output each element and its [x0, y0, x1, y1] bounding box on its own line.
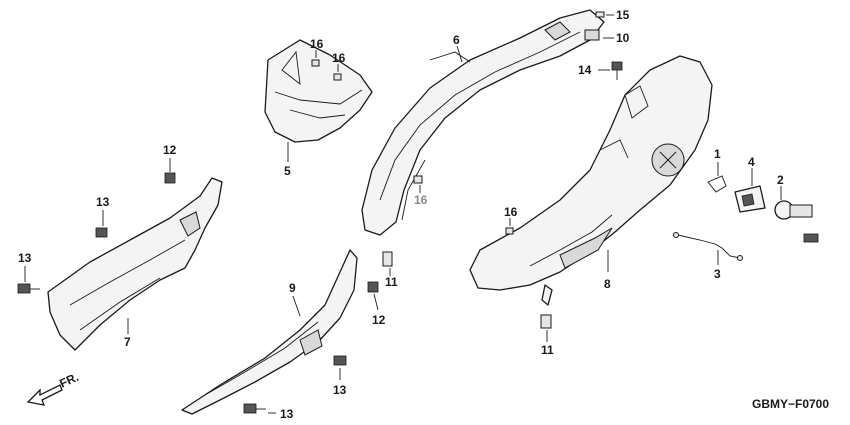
- callout-1: 1: [714, 147, 721, 161]
- callout-16-c: 16: [414, 193, 428, 207]
- part-11-clip-b: [540, 314, 552, 329]
- part-9-step-side-cover: [181, 249, 358, 415]
- part-12-bolt-a: [164, 172, 176, 184]
- callout-13-c: 13: [333, 383, 347, 397]
- part-14-bolt: [611, 61, 623, 80]
- part-1-clip: [707, 175, 727, 193]
- part-6-upper-cover: [361, 9, 605, 236]
- front-direction-indicator: FR.: [26, 370, 81, 406]
- callout-12-b: 12: [372, 313, 386, 327]
- callout-12-a: 12: [163, 143, 177, 157]
- part-15-screw: [595, 11, 605, 18]
- part-7-left-cover: [47, 177, 223, 351]
- part-13-bolt-b: [95, 227, 108, 238]
- direction-label: FR.: [57, 370, 80, 391]
- callout-16-b: 16: [332, 51, 346, 65]
- callout-15: 15: [616, 8, 630, 22]
- callout-7: 7: [124, 335, 131, 349]
- callout-11-b: 11: [541, 343, 554, 357]
- callout-13-d: 13: [280, 407, 294, 421]
- callout-3: 3: [714, 267, 721, 281]
- callout-16-a: 16: [310, 37, 324, 51]
- part-8-side-cover: [469, 55, 713, 306]
- part-4-bracket: [734, 185, 766, 213]
- callout-4: 4: [748, 155, 755, 169]
- callout-5: 5: [284, 164, 291, 178]
- part-5-rear-center-cover: [264, 39, 373, 143]
- callout-8: 8: [604, 277, 611, 291]
- arrow-icon: [26, 384, 63, 406]
- callout-16-d: 16: [504, 205, 518, 219]
- callout-13-a: 13: [18, 251, 32, 265]
- callout-9: 9: [289, 281, 296, 295]
- part-16-screw-b: [333, 73, 342, 81]
- part-16-screw-c: [413, 175, 423, 184]
- callout-11-a: 11: [385, 275, 398, 289]
- part-11-clip-a: [382, 251, 393, 267]
- part-16-screw-a: [311, 59, 320, 67]
- part-13-bolt-a: [17, 283, 40, 294]
- part-16-screw-d: [505, 227, 514, 235]
- part-12-bolt-b: [367, 281, 379, 293]
- part-13-bolt-c: [333, 355, 347, 366]
- part-3-cable: [673, 232, 743, 261]
- callout-13-b: 13: [96, 195, 110, 209]
- callout-14: 14: [578, 63, 592, 77]
- callout-2: 2: [777, 173, 784, 187]
- callout-6: 6: [453, 33, 460, 47]
- part-13-bolt-d: [243, 403, 266, 414]
- callout-10: 10: [616, 31, 630, 45]
- diagram-code: GBMY−F0700: [752, 397, 829, 411]
- part-10-clip-nut: [584, 29, 600, 41]
- part-2-key-cylinder: [774, 200, 819, 243]
